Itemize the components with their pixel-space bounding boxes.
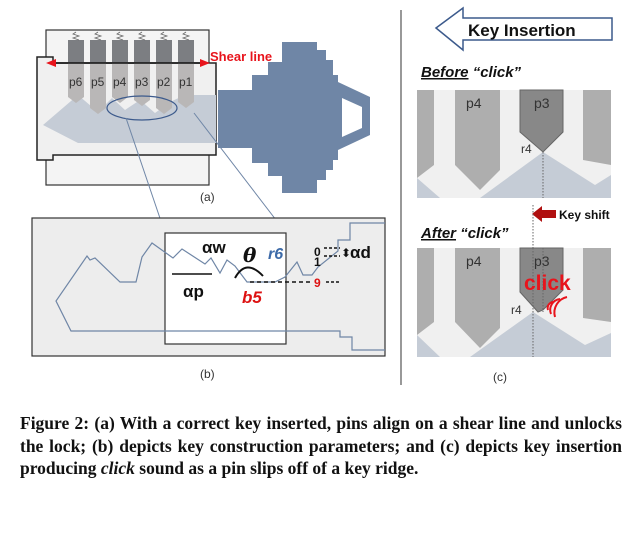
pin-label-p4: p4	[113, 75, 127, 89]
sound-waves-icon	[546, 296, 568, 318]
pin-label-p1: p1	[179, 75, 193, 89]
key-head	[218, 42, 370, 193]
pin-label-p5: p5	[91, 75, 105, 89]
before-r4-label: r4	[521, 142, 532, 156]
caption-italic: click	[100, 458, 135, 478]
after-r4-label: r4	[511, 303, 522, 317]
key-profile	[55, 222, 385, 351]
panel-b-label: (b)	[200, 367, 215, 381]
panel-a-lock-diagram: p6 p5 p4 p3 p2 p1 Shear line (a)	[36, 29, 370, 234]
theta-arc	[234, 266, 264, 279]
zoom-ellipse	[106, 95, 178, 121]
key-insertion-arrow-icon	[434, 6, 613, 52]
before-p4-label: p4	[466, 95, 482, 111]
depth-9-label: 9	[314, 276, 321, 290]
double-arrow-icon: ⬍	[341, 246, 351, 260]
shear-arrow-right-icon	[200, 59, 210, 67]
depth-0-label: 0	[314, 245, 321, 259]
zoom-line-right	[193, 112, 287, 234]
panel-c-label: (c)	[493, 370, 507, 384]
zoom-line-left	[125, 117, 166, 234]
shear-arrow-left-icon	[46, 59, 56, 67]
pin-label-p6: p6	[69, 75, 83, 89]
pin-label-p2: p2	[157, 75, 171, 89]
after-click-image: p4 p3 r4 click	[417, 247, 611, 357]
theta-label: θ	[243, 243, 257, 267]
r6-label: r6	[268, 246, 283, 263]
b5-label: b5	[242, 288, 262, 307]
after-p3-label: p3	[534, 253, 550, 269]
panel-c-key-insertion: Key Insertion Before “click” p4 p3 r4 Ke…	[417, 6, 613, 384]
click-label: click	[524, 272, 571, 295]
caption-text: Figure 2: (a) With a correct key inserte…	[20, 413, 622, 478]
alpha-p-label: αp	[183, 282, 204, 301]
alpha-d-label: αd	[350, 243, 371, 262]
after-p4-label: p4	[466, 253, 482, 269]
pins	[68, 31, 194, 114]
before-click-image: p4 p3 r4	[417, 89, 611, 198]
key-insertion-label: Key Insertion	[468, 21, 576, 40]
key-shift-arrow-icon	[532, 206, 556, 222]
caption-text-end: sound as a pin slips off of a key ridge.	[134, 458, 419, 478]
panel-b-key-parameters: αw θ r6 αp b5 0 1 9 ⬍ αd (b)	[31, 217, 386, 381]
alpha-w-label: αw	[202, 238, 226, 257]
depth-1-label: 1	[314, 255, 321, 269]
before-click-heading: Before “click”	[421, 64, 522, 81]
before-p3-label: p3	[534, 95, 550, 111]
figure-caption: Figure 2: (a) With a correct key inserte…	[20, 412, 622, 480]
key-shift-label: Key shift	[559, 208, 610, 222]
shear-line-label: Shear line	[210, 49, 272, 64]
figure: p6 p5 p4 p3 p2 p1 Shear line (a) αw θ r6…	[31, 6, 613, 385]
pin-label-p3: p3	[135, 75, 149, 89]
after-click-heading: After “click”	[420, 225, 509, 242]
panel-a-label: (a)	[200, 190, 215, 204]
